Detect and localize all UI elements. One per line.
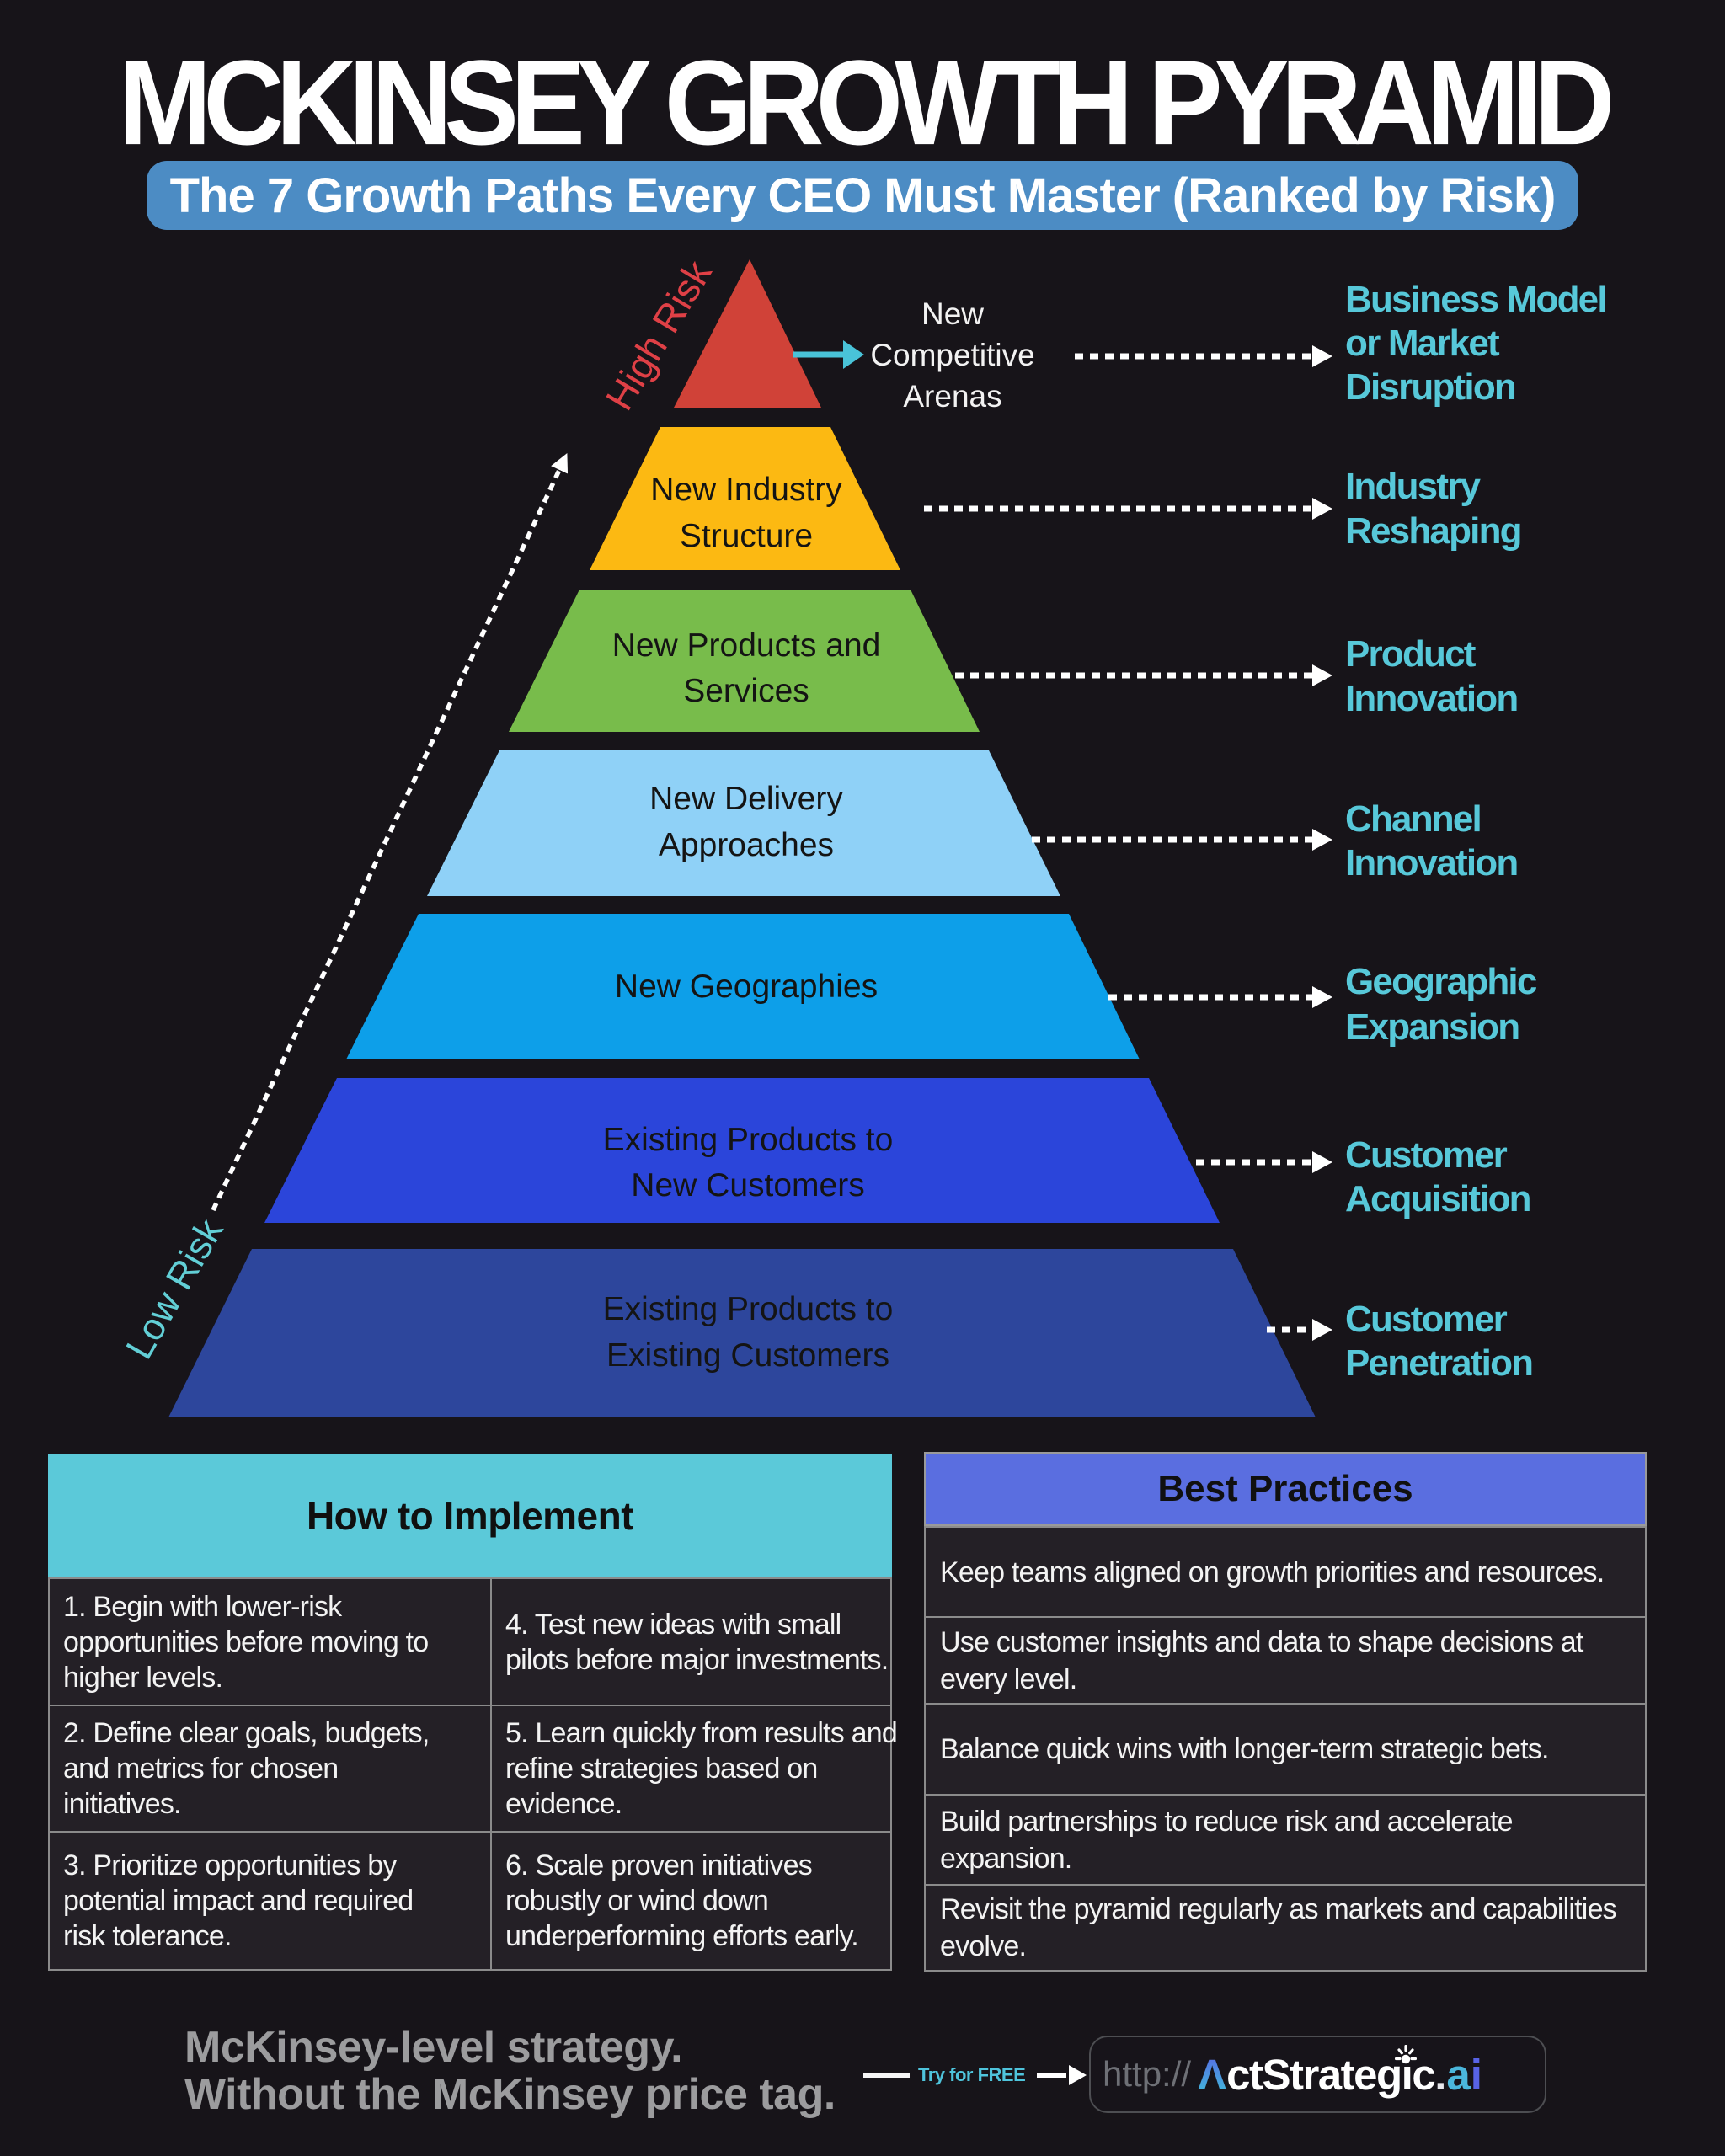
svg-text:Existing Products to: Existing Products to <box>603 1122 894 1158</box>
svg-text:Expansion: Expansion <box>1345 1006 1519 1048</box>
svg-text:Business Model: Business Model <box>1345 279 1606 320</box>
svg-text:New Delivery: New Delivery <box>649 781 843 817</box>
svg-text:Disruption: Disruption <box>1345 366 1515 408</box>
svg-text:Approaches: Approaches <box>659 827 834 863</box>
svg-text:Services: Services <box>683 673 809 709</box>
svg-text:Existing Customers: Existing Customers <box>606 1337 889 1374</box>
svg-text:or Market: or Market <box>1345 323 1500 364</box>
svg-text:Structure: Structure <box>680 518 813 554</box>
svg-text:Channel: Channel <box>1345 798 1481 840</box>
svg-text:New Products and: New Products and <box>612 627 881 664</box>
svg-text:Customer: Customer <box>1345 1134 1508 1176</box>
svg-text:Acquisition: Acquisition <box>1345 1178 1530 1219</box>
svg-text:Existing Products to: Existing Products to <box>603 1291 894 1327</box>
svg-text:New: New <box>921 296 984 331</box>
svg-text:New Industry: New Industry <box>650 472 842 508</box>
svg-text:Industry: Industry <box>1345 466 1482 507</box>
svg-text:Geographic: Geographic <box>1345 961 1537 1002</box>
svg-text:Innovation: Innovation <box>1345 678 1517 719</box>
svg-text:Reshaping: Reshaping <box>1345 510 1521 552</box>
svg-text:Product: Product <box>1345 633 1477 675</box>
svg-text:Penetration: Penetration <box>1345 1342 1532 1384</box>
svg-text:Customer: Customer <box>1345 1299 1508 1340</box>
svg-text:New Geographies: New Geographies <box>615 969 878 1005</box>
svg-text:Innovation: Innovation <box>1345 842 1517 883</box>
svg-text:New Customers: New Customers <box>631 1167 864 1203</box>
svg-text:Competitive: Competitive <box>870 338 1034 372</box>
svg-text:Arenas: Arenas <box>903 379 1001 414</box>
